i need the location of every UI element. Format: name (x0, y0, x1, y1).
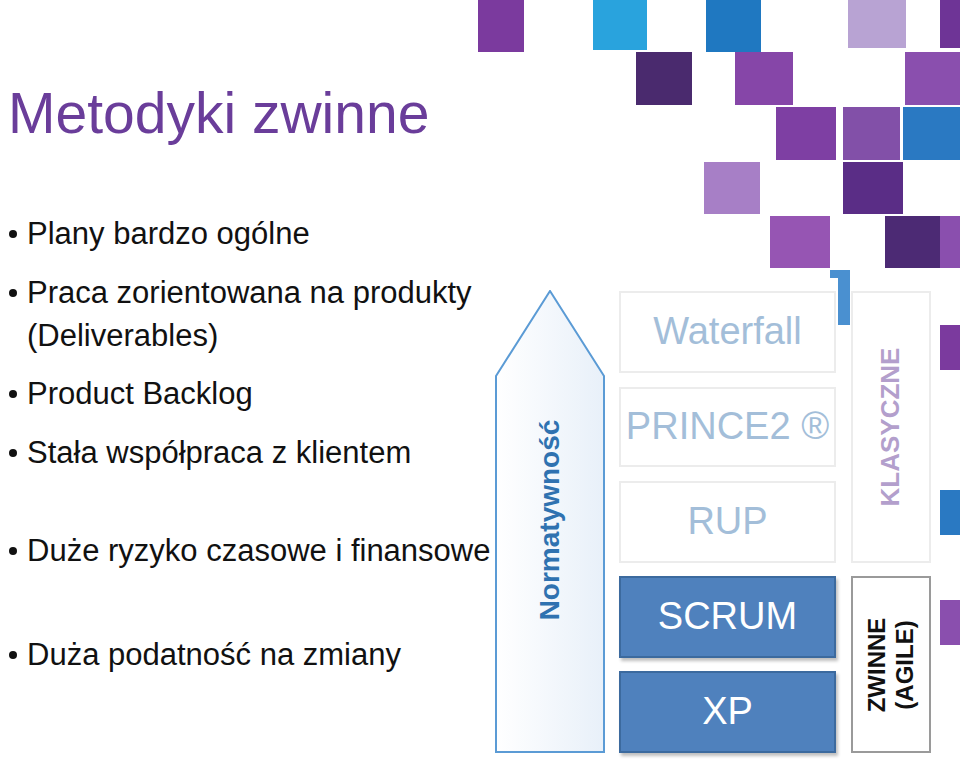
bullet-point: Plany bardzo ogólne (27, 212, 492, 255)
vertical-label: KLASYCZNE (876, 348, 906, 507)
agile-method-box: SCRUM (619, 576, 836, 658)
box-label: XP (702, 690, 753, 734)
bullet-dot (9, 289, 17, 297)
method-box: PRINCE2 ® (619, 387, 836, 467)
agile-method-box: XP (619, 671, 836, 753)
bullet-point: Product Backlog (27, 372, 492, 415)
box-label: Waterfall (653, 310, 802, 354)
box-label: PRINCE2 ® (626, 405, 829, 449)
bullet-dot (9, 390, 17, 398)
bullet-point: Stała współpraca z klientem (27, 431, 492, 474)
bullet-dot (9, 230, 17, 238)
box-label: RUP (687, 500, 767, 544)
group-bracket: KLASYCZNE (851, 291, 931, 563)
vertical-label: ZWINNE (AGILE) (863, 609, 918, 721)
bullet-point: Praca zorientowana na produkty (Delivera… (27, 271, 492, 357)
slide-title: Metodyki zwinne (8, 80, 429, 146)
bullet-dot (9, 449, 17, 457)
method-box: RUP (619, 481, 836, 563)
bullet-dot (9, 547, 17, 555)
box-label: SCRUM (658, 595, 797, 639)
vertical-label: Normatywność (534, 420, 566, 621)
group-bracket: ZWINNE (AGILE) (851, 576, 931, 753)
normativity-arrow: Normatywność (495, 290, 605, 753)
method-box: Waterfall (619, 291, 836, 373)
arrow-shape (496, 291, 604, 752)
bullet-dot (9, 651, 17, 659)
bullet-point: Duże ryzyko czasowe i finansowe (27, 529, 492, 572)
bullet-point: Duża podatność na zmiany (27, 633, 492, 676)
